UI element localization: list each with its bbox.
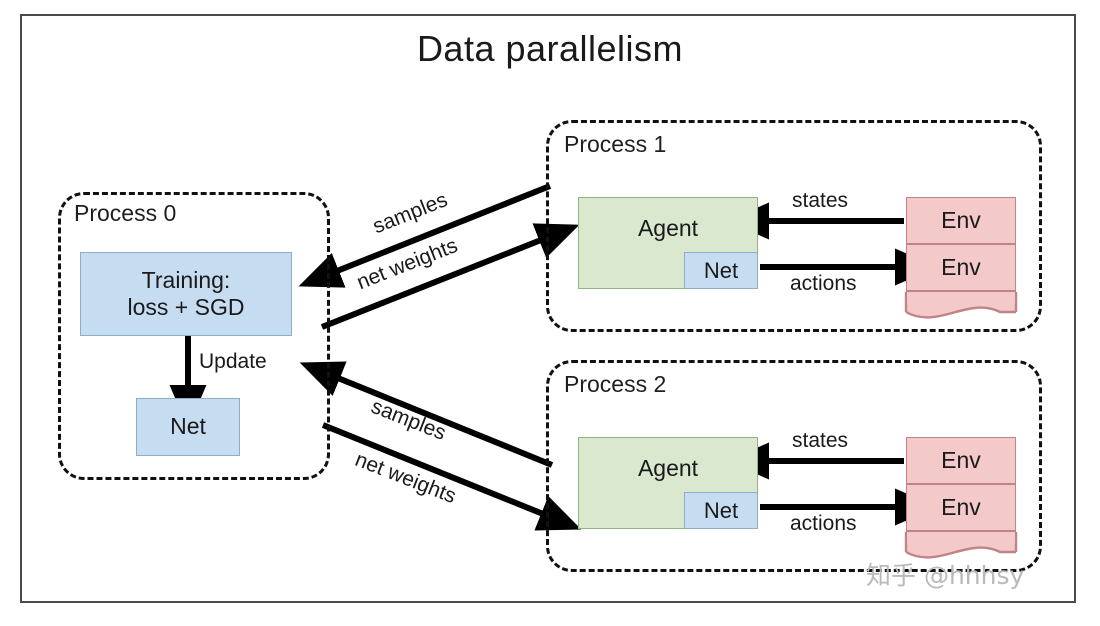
states-label-process2: states [792, 429, 849, 452]
watermark: 知乎 @hhhsy [866, 561, 1025, 590]
env-box-process1-0[interactable]: Env [906, 197, 1016, 244]
update-label: Update [199, 350, 267, 373]
env-box-process2-0[interactable]: Env [906, 437, 1016, 484]
training-box[interactable]: Training: loss + SGD [80, 252, 292, 336]
page-title: Data parallelism [416, 28, 684, 69]
env-box-process1-2[interactable] [906, 291, 1016, 303]
process-1-container[interactable] [546, 120, 1042, 332]
env-box-process2-2[interactable] [906, 531, 1016, 543]
states-label-process1: states [792, 189, 849, 212]
process-0-label: Process 0 [74, 200, 177, 226]
env-label-process2-0: Env [941, 446, 981, 473]
process-2-label: Process 2 [564, 371, 667, 397]
process-0-container[interactable] [58, 192, 330, 480]
env-label-process2-1: Env [941, 493, 981, 520]
agent-net-box-process2[interactable]: Net [684, 492, 758, 529]
training-box-line1: Training: [141, 266, 231, 293]
env-box-process2-1[interactable]: Env [906, 484, 1016, 531]
agent-net-label-process2: Net [703, 497, 739, 523]
process-1-label: Process 1 [564, 131, 667, 157]
process-2-container[interactable] [546, 360, 1042, 572]
env-label-process1-1: Env [941, 253, 981, 280]
agent-net-label-process1: Net [703, 257, 739, 283]
trainer-net-box[interactable]: Net [136, 398, 240, 456]
trainer-net-label: Net [170, 413, 206, 440]
env-box-process1-1[interactable]: Env [906, 244, 1016, 291]
actions-label-process2: actions [790, 512, 857, 535]
actions-label-process1: actions [790, 272, 857, 295]
agent-label-process2: Agent [637, 455, 699, 481]
env-label-process1-0: Env [941, 206, 981, 233]
agent-net-box-process1[interactable]: Net [684, 252, 758, 289]
agent-label-process1: Agent [637, 215, 699, 241]
training-box-line2: loss + SGD [127, 294, 245, 320]
